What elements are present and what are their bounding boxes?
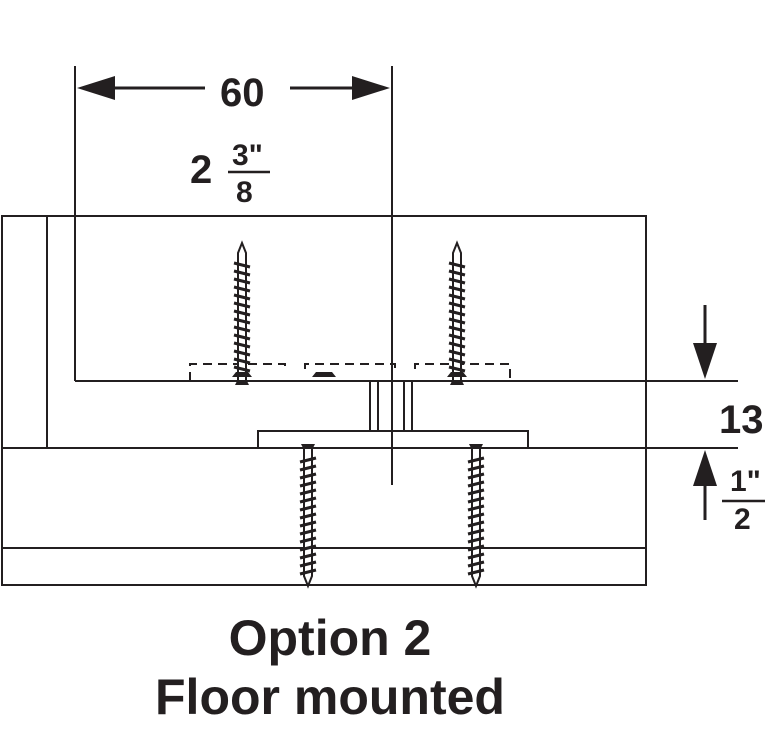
height-inch-numerator: 1" [730,465,761,498]
height-dimension-arrows [693,305,717,520]
width-dimension-arrows [77,76,390,100]
screw-upper-right [447,241,467,387]
cabinet-outline [1,215,647,586]
upper-plate-fasteners [232,372,467,377]
height-inch-denominator: 2 [734,503,751,536]
caption-line-1: Option 2 [228,610,432,666]
width-mm-label: 60 [220,71,265,115]
caption-line-2: Floor mounted [155,669,505,725]
width-inch-numerator: 3" [232,139,263,172]
screw-lower-right [466,442,486,588]
width-inch-denominator: 8 [236,176,253,209]
height-mm-label: 13 [719,398,764,442]
screw-lower-left [298,442,318,588]
width-inch-whole: 2 [190,148,213,192]
